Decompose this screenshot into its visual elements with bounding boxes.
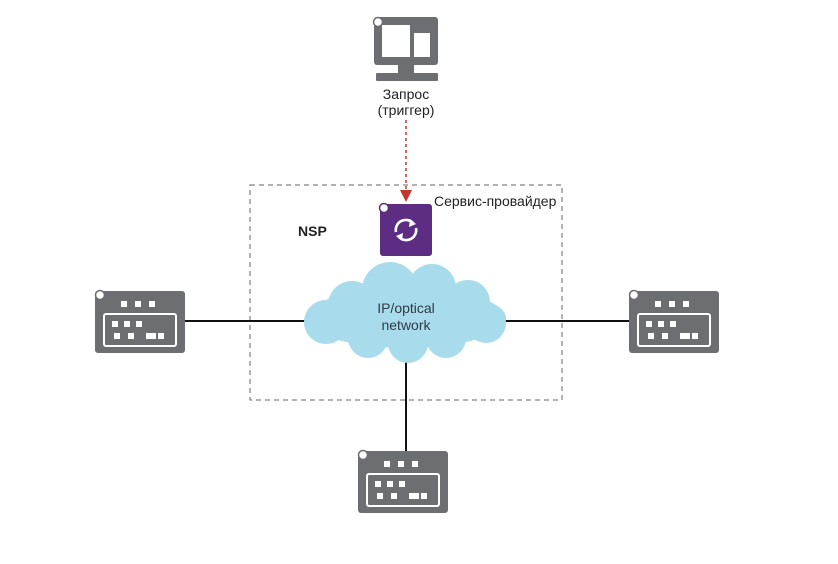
computer-monitor-icon — [372, 16, 438, 81]
right-router-icon — [628, 289, 720, 354]
service-provider-label: Сервис-провайдер — [434, 193, 557, 209]
sync-cycle-icon — [378, 202, 432, 256]
bottom-router-icon — [357, 449, 449, 514]
network-label-line2: network — [381, 317, 431, 333]
service-provider-boundary — [249, 184, 563, 401]
left-router-icon — [94, 289, 186, 354]
nsp-label: NSP — [298, 223, 327, 239]
request-label-line2: (триггер) — [378, 102, 435, 118]
ip-optical-network-cloud: IP/optical network — [304, 262, 506, 363]
network-label-line1: IP/optical — [377, 300, 435, 316]
request-label-line1: Запрос — [383, 86, 429, 102]
